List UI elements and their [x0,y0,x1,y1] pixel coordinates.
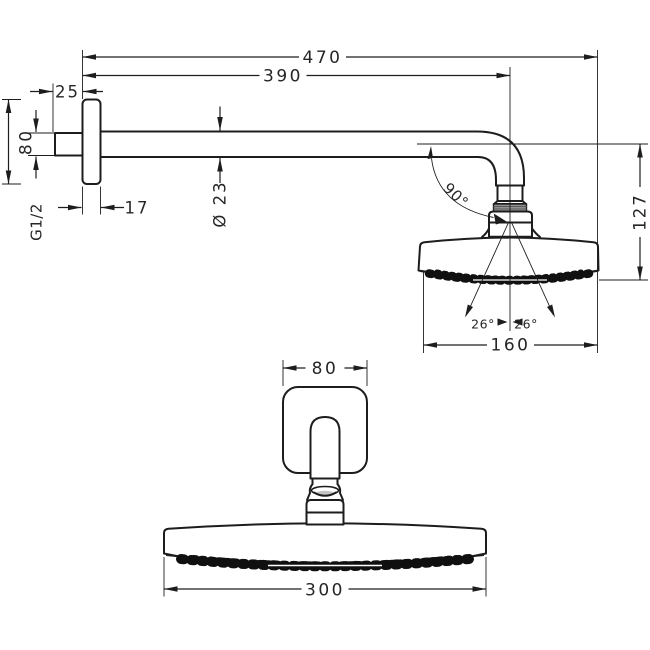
dim-80-front: 80 [283,359,367,379]
angle-90-label: 90° [439,179,472,211]
shower-head-side [417,236,600,285]
side-view: 470 390 25 80 G1/2 17 [2,48,650,356]
dim-470-label: 470 [303,48,343,68]
dim-127: 127 [631,144,650,280]
dim-dia-23-label: Ø 23 [211,180,230,227]
spray-angle-left-label: 26° [471,317,495,332]
dim-300-label: 300 [305,581,345,601]
dim-470: 470 [82,48,598,68]
cylinder-connector-front [305,499,345,526]
dim-300: 300 [164,580,486,601]
dim-17-label: 17 [125,199,150,218]
dim-127-label: 127 [631,193,650,231]
wall-plate-side [81,98,102,185]
thread-label: G1/2 [28,203,46,241]
spray-angle-indicator: 26° 26° [465,222,555,332]
shower-head-front [163,522,487,572]
dim-17: 17 [58,199,150,218]
dim-80-side: 80 [5,99,37,184]
dim-390: 390 [82,66,510,87]
cone-joint-front [306,477,344,501]
dim-160-label: 160 [491,336,531,356]
dim-25-label: 25 [55,83,80,102]
wall-connector-stub [54,132,84,157]
front-view: 80 300 [163,359,487,601]
dim-dia-23: Ø 23 [211,106,230,228]
dim-390-label: 390 [263,67,303,87]
spray-angle-right-label: 26° [514,317,538,332]
dim-80-front-label: 80 [312,359,339,379]
thread-callout: G1/2 [28,110,46,241]
ball-joint-housing [481,210,541,238]
reference-lines-side [2,50,648,353]
dim-25: 25 [30,83,103,102]
shower-arm-front [309,416,341,480]
dim-160: 160 [423,336,598,356]
dim-80-side-label: 80 [17,128,37,155]
